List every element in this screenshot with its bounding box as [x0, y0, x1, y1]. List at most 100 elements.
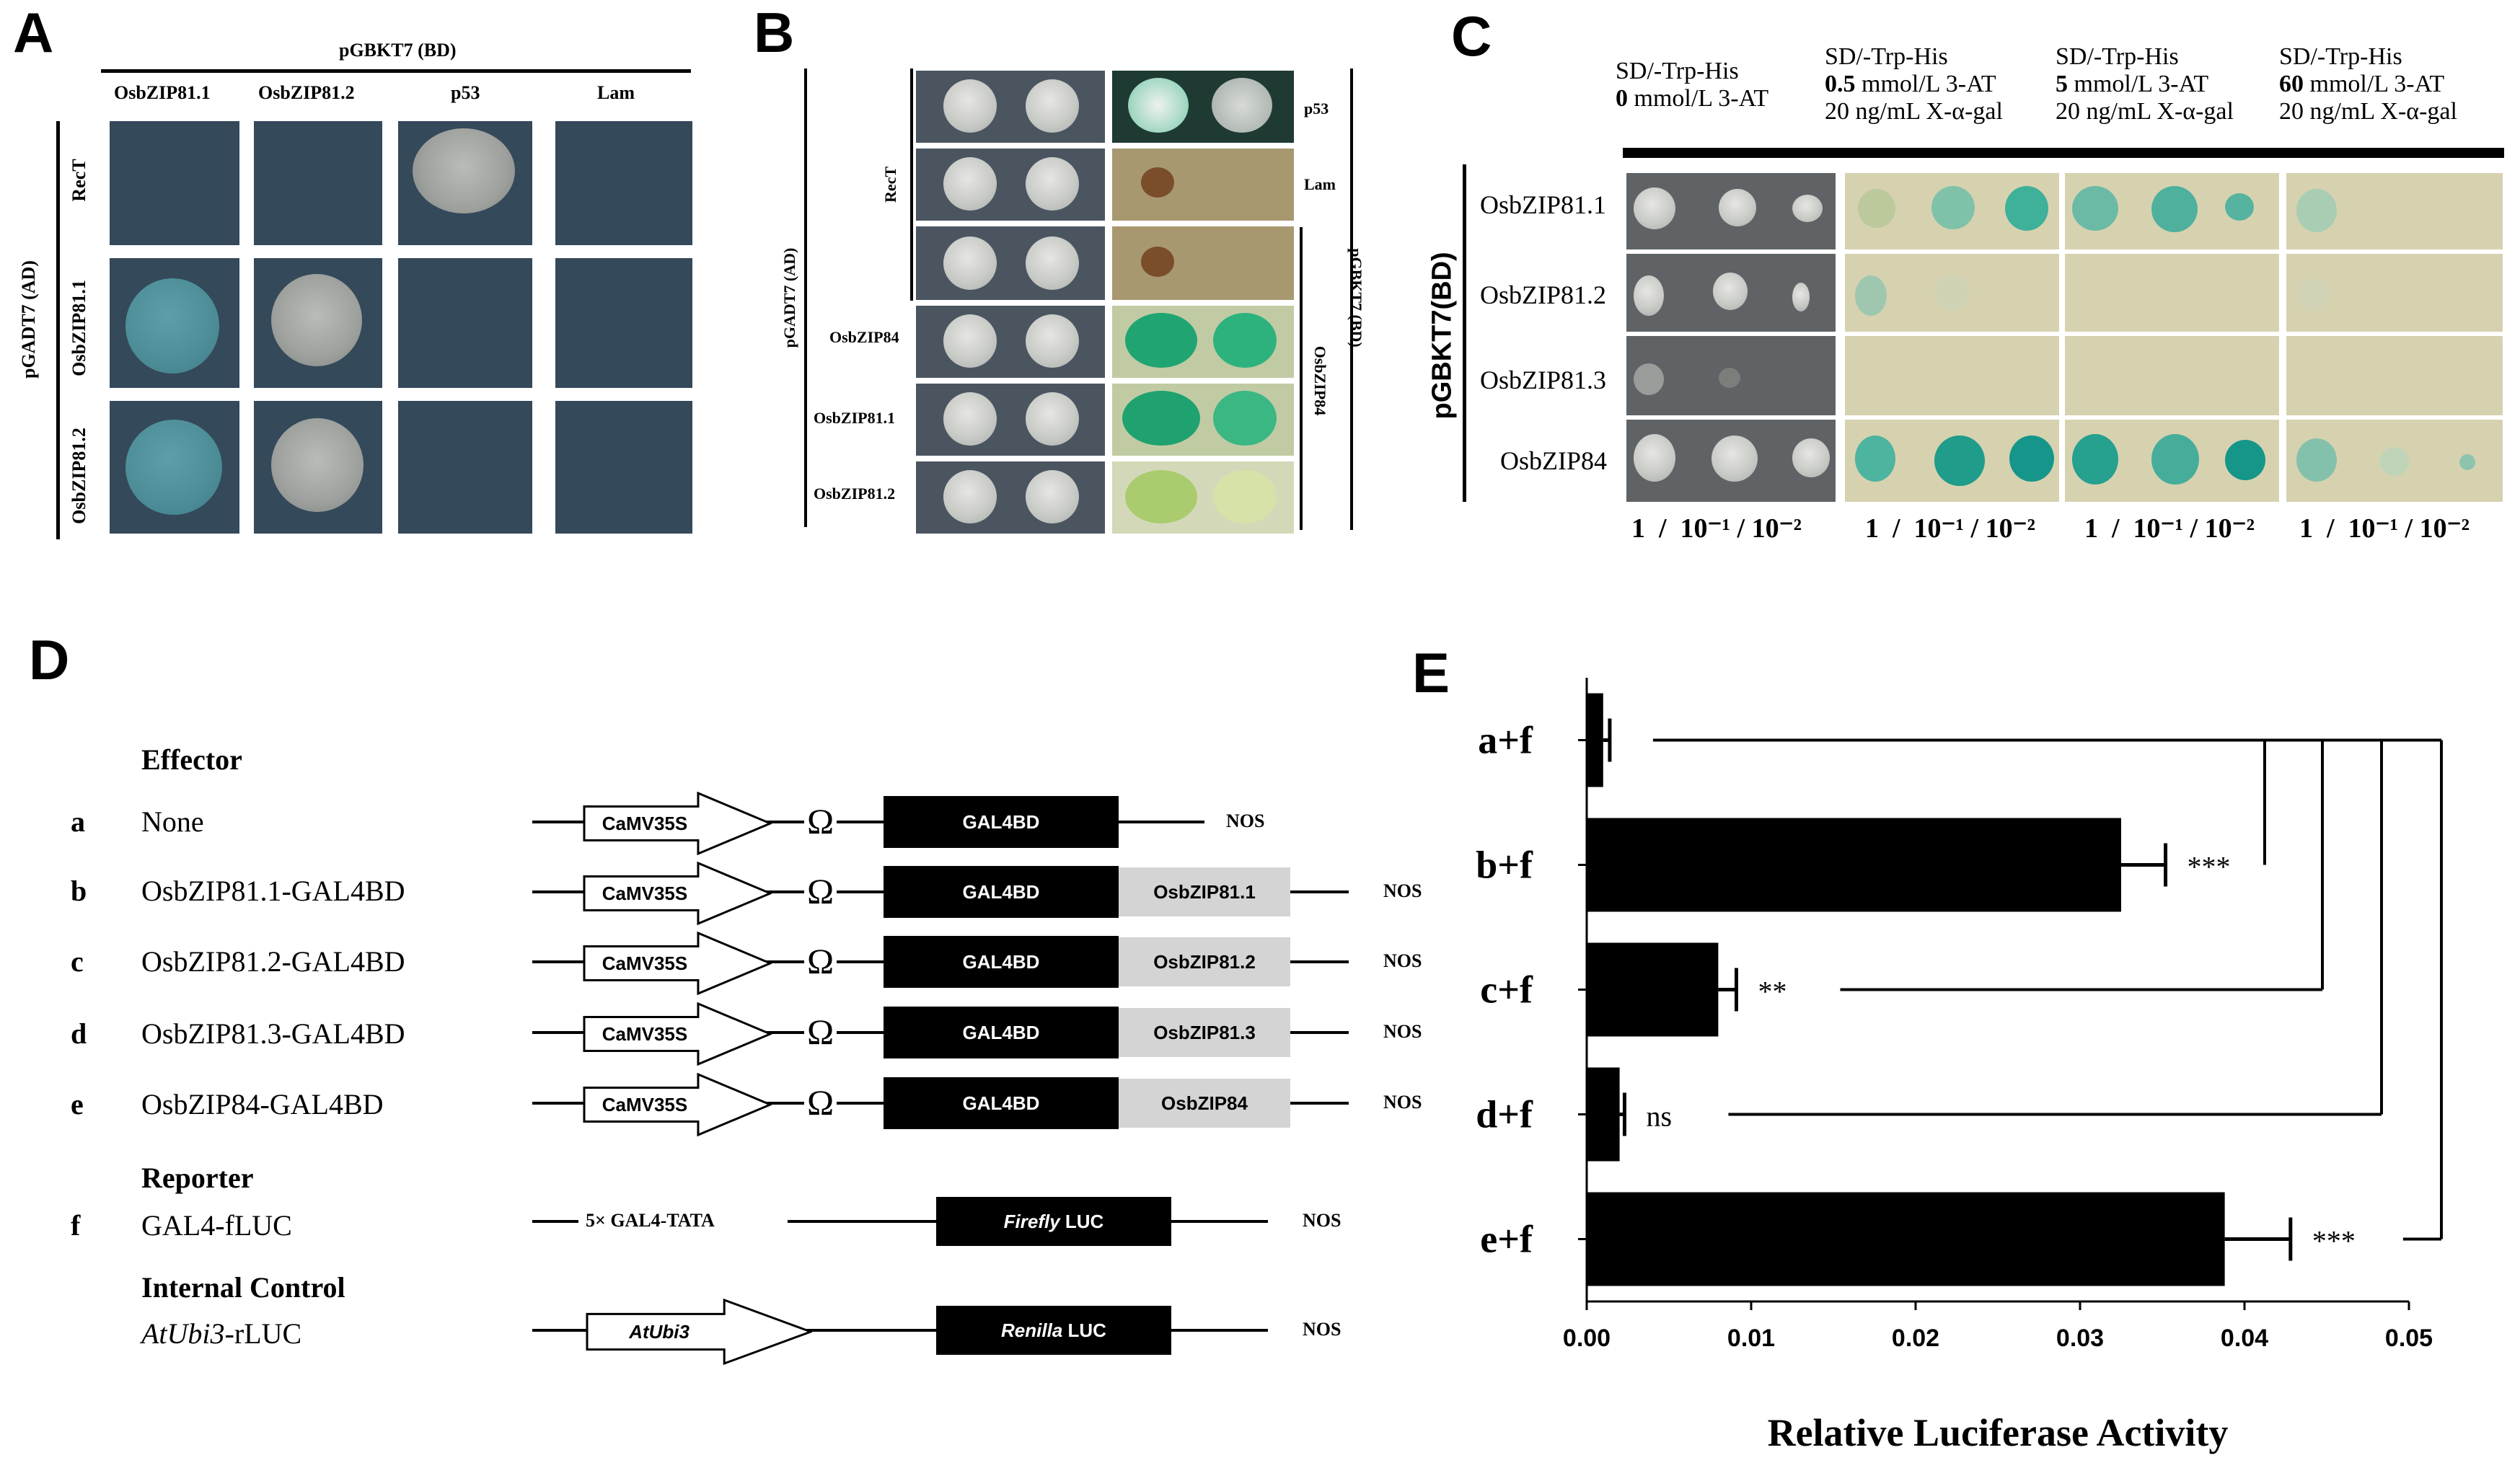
colony [125, 278, 219, 373]
panelA-col-1: OsbZIP81.2 [258, 82, 355, 103]
colony [1634, 434, 1675, 482]
colony [2151, 186, 2198, 232]
panelD-construct-d-promoter-arrow: CaMV35S [583, 1002, 772, 1066]
panelD-control-nos: NOS [1303, 1319, 1341, 1340]
panelB-right-tile-2 [1112, 226, 1294, 300]
panelD-construct-c-omega: Ω [804, 940, 837, 982]
panelA-tile-r0c0 [110, 121, 239, 245]
panelD-construct-d-fusion: OsbZIP81.3 [1119, 1008, 1290, 1057]
panelD-construct-e-promoter-arrow: CaMV35S [583, 1073, 772, 1136]
panelC-dilution-0: 1 / 10⁻¹ / 10⁻² [1631, 513, 1802, 544]
panelD-construct-a-nos: NOS [1226, 810, 1265, 831]
bar-b+f [1587, 818, 2121, 912]
panelC-row-2: OsbZIP81.3 [1480, 366, 1607, 394]
panelD-row-f-letter: f [71, 1209, 81, 1242]
panelA-tile-r2c1 [254, 401, 382, 534]
panelD-construct-a-promoter-arrow: CaMV35S [583, 792, 772, 855]
panelD-row-d-letter: d [71, 1017, 87, 1050]
colony [2072, 186, 2118, 231]
panelD-row-e-letter: e [71, 1088, 84, 1120]
bar-c+f [1587, 942, 1719, 1037]
panelA-top-header: pGBKT7 (BD) [339, 40, 457, 61]
category-label-d+f: d+f [1476, 1093, 1533, 1136]
panelD-control-backbone [532, 1329, 1268, 1332]
panelB-left-tile-2 [916, 226, 1105, 300]
svg-text:CaMV35S: CaMV35S [602, 813, 688, 834]
panelB-left-tile-5 [916, 461, 1105, 534]
panelB-rect-rule [910, 68, 913, 301]
panelD-row-a-name: None [141, 805, 204, 838]
panelB-left-tile-0 [916, 71, 1105, 143]
panelC-tile-r0c1 [1845, 173, 2059, 249]
significance-b+f: *** [2188, 851, 2231, 883]
colony [2005, 186, 2048, 231]
colony [1213, 470, 1277, 523]
panelD-reporter-promoter: 5× GAL4-TATA [586, 1210, 715, 1231]
panelA-side-rule [56, 121, 60, 539]
panelD-construct-e-omega: Ω [804, 1082, 837, 1123]
panelC-col1-line2: 0.5 mmol/L 3-AT [1825, 71, 2003, 98]
colony [1026, 157, 1079, 211]
panelA-tile-r0c2 [398, 121, 532, 245]
panelD-row-b-name: OsbZIP81.1-GAL4BD [141, 875, 405, 907]
category-label-a+f: a+f [1478, 719, 1533, 762]
panelD-construct-a-gal4bd: GAL4BD [884, 796, 1119, 848]
colony [1711, 436, 1758, 482]
panelC-col0-line1: SD/-Trp-His [1616, 58, 1739, 84]
panelC-col1-line3: 20 ng/mL X-α-gal [1825, 98, 2003, 125]
panelD-construct-d-nos: NOS [1383, 1021, 1422, 1042]
panelD-firefly-luc: LUC [1059, 1210, 1104, 1232]
panelC-col1-conc: 0.5 [1825, 71, 1856, 97]
panelD-control-name-italic: AtUbi3 [141, 1317, 225, 1350]
panelC-top-rule [1623, 148, 2504, 158]
panelC-tile-r2c2 [2065, 336, 2279, 415]
panelD-renilla-italic: Renilla [1001, 1319, 1063, 1341]
colony [1719, 189, 1756, 226]
colony [943, 79, 997, 133]
colony [1792, 283, 1810, 311]
svg-text:CaMV35S: CaMV35S [602, 883, 688, 904]
panelC-dilution-2: 1 / 10⁻¹ / 10⁻² [2084, 513, 2255, 544]
panelC-col2-conc: 5 [2056, 71, 2068, 97]
panelC-tile-r2c0 [1626, 336, 1836, 415]
colony [271, 274, 362, 366]
panelC-tile-r0c3 [2286, 173, 2503, 249]
panelA-top-rule [101, 69, 691, 73]
panelC-col2-unit: mmol/L 3-AT [2068, 71, 2209, 97]
panelD-row-c-name: OsbZIP81.2-GAL4BD [141, 945, 405, 978]
panelC-dilution-1: 1 / 10⁻¹ / 10⁻² [1865, 513, 2036, 544]
panelC-col3-conc: 60 [2279, 71, 2304, 97]
colony [1931, 186, 1975, 229]
panelD-construct-b-fusion: OsbZIP81.1 [1119, 867, 1290, 916]
panelC-col2-header: SD/-Trp-His 5 mmol/L 3-AT 20 ng/mL X-α-g… [2056, 43, 2234, 125]
colony [1634, 275, 1664, 316]
panelC-col1-unit: mmol/L 3-AT [1855, 71, 1996, 97]
panelD-construct-d-gal4bd: GAL4BD [884, 1007, 1119, 1058]
panelA-col-2: p53 [451, 82, 480, 103]
colony [2459, 454, 2475, 470]
colony [1858, 189, 1895, 228]
panelD-renilla-luc: LUC [1062, 1319, 1106, 1341]
panelC-tile-r0c2 [2065, 173, 2279, 249]
colony [943, 157, 997, 211]
panelA-tile-r1c0 [110, 258, 239, 388]
panelB-right-tile-4 [1112, 384, 1294, 456]
panelC-col0-unit: mmol/L 3-AT [1628, 85, 1769, 112]
panelA-tile-r2c3 [555, 401, 692, 534]
colony [1792, 438, 1830, 477]
panelD-construct-b-gal4bd: GAL4BD [884, 866, 1119, 918]
panelA-col-0: OsbZIP81.1 [114, 82, 211, 103]
panelC-tile-r1c1 [1845, 254, 2059, 332]
panel-label-c: C [1451, 4, 1492, 68]
panelD-construct-b-omega: Ω [804, 870, 837, 912]
panelD-atubi3-arrow: AtUbi3 [586, 1299, 812, 1365]
colony [1026, 470, 1079, 523]
panelA-col-3: Lam [597, 82, 635, 103]
panelB-left-tile-1 [916, 149, 1105, 221]
panelD-row-c-letter: c [71, 945, 84, 978]
panelA-tile-r1c2 [398, 258, 532, 388]
panelC-row-1: OsbZIP81.2 [1480, 280, 1607, 309]
panelB-right-bd-rule [1300, 227, 1303, 530]
colony [1713, 273, 1748, 310]
x-tick-label: 0.05 [2385, 1325, 2433, 1352]
